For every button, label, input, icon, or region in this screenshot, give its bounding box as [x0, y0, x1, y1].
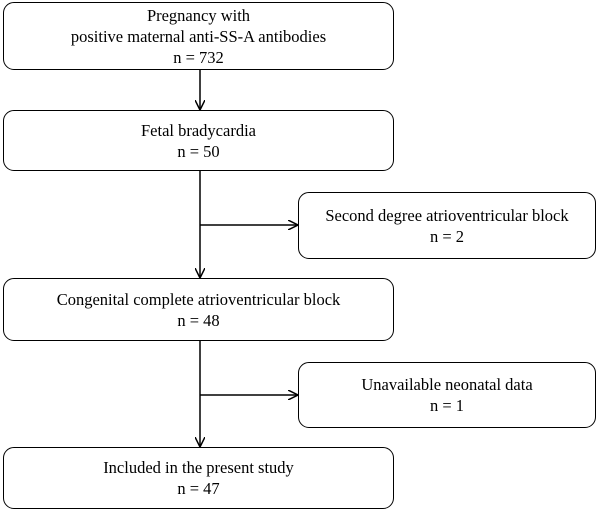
box-label: positive maternal anti-SS-A antibodies [70, 26, 327, 46]
box-count: n = 48 [177, 310, 220, 330]
box-congenital-complete-av-block: Congenital complete atrioventricular blo… [3, 278, 394, 341]
box-count: n = 2 [429, 226, 465, 246]
box-count: n = 732 [173, 47, 224, 67]
box-included-in-study: Included in the present study n = 47 [3, 447, 394, 509]
box-count: n = 50 [177, 141, 220, 161]
box-count: n = 47 [177, 479, 220, 498]
box-label: Pregnancy with [146, 5, 251, 25]
box-label: Second degree atrioventricular block [325, 205, 569, 225]
box-label: Included in the present study [103, 458, 294, 477]
box-count: n = 1 [429, 396, 465, 415]
box-unavailable-neonatal-data: Unavailable neonatal data n = 1 [298, 362, 596, 428]
box-label: Unavailable neonatal data [361, 375, 533, 394]
box-pregnancy-anti-ssa: Pregnancy with positive maternal anti-SS… [3, 2, 394, 70]
box-fetal-bradycardia: Fetal bradycardia n = 50 [3, 110, 394, 171]
box-label: Fetal bradycardia [141, 120, 256, 140]
box-label: Congenital complete atrioventricular blo… [56, 289, 341, 309]
box-second-degree-av-block: Second degree atrioventricular block n =… [298, 192, 596, 259]
